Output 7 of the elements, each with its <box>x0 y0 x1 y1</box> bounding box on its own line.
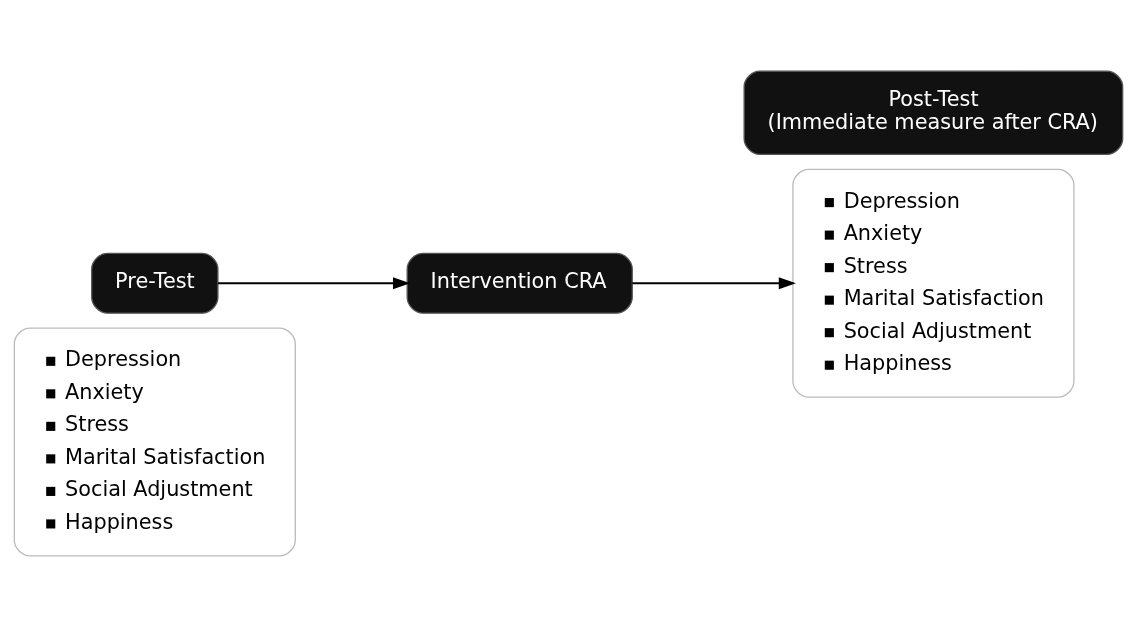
arrow <box>218 276 411 289</box>
node-box: Intervention CRA <box>406 252 633 314</box>
node-box: Pre-Test <box>91 252 219 314</box>
node-box: Depression Anxiety Stress Marital Satisfaction Social Adjustment Happiness <box>13 327 296 556</box>
node-box: Depression Anxiety Stress Marital Satisfaction Social Adjustment Happiness <box>792 168 1075 398</box>
node-box: Post-Test (Immediate measure after CRA) <box>743 70 1124 155</box>
arrow <box>632 276 796 289</box>
